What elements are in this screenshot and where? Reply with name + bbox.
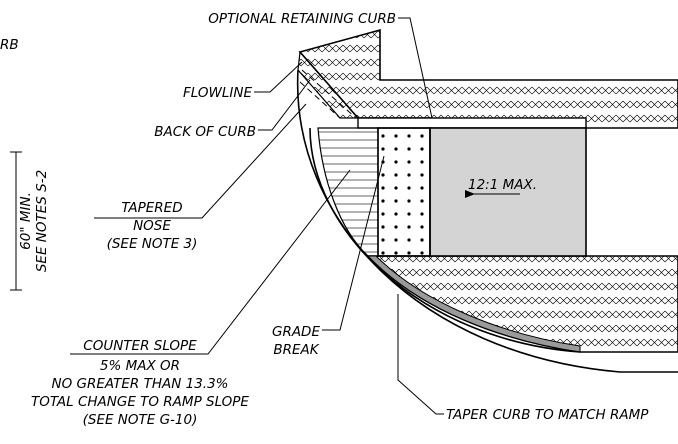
ramp-area <box>429 127 587 257</box>
label-tapered-nose-line3: (SEE NOTE 3) <box>107 236 198 252</box>
flowline-dashed <box>301 69 357 119</box>
label-ramp-slope: 12:1 MAX. <box>468 177 537 193</box>
label-back-of-curb: BACK OF CURB <box>154 124 256 140</box>
label-counter-slope-line3: NO GREATER THAN 13.3% <box>52 376 229 392</box>
label-tapered-nose-line2: NOSE <box>133 218 171 234</box>
label-counter-slope-line4: TOTAL CHANGE TO RAMP SLOPE <box>31 394 249 410</box>
label-optional-retaining-curb: OPTIONAL RETAINING CURB <box>208 11 396 27</box>
upper-sidewalk-area <box>298 28 678 129</box>
leader-back-of-curb <box>258 79 311 131</box>
detectable-warning-area <box>377 127 431 257</box>
leader-optional-retaining-curb <box>398 17 433 119</box>
label-counter-slope-line1: COUNTER SLOPE <box>83 338 197 354</box>
label-60-min: 60" MIN. <box>18 192 34 250</box>
label-flowline: FLOWLINE <box>183 85 252 101</box>
leader-counter-slope <box>70 169 351 355</box>
leader-tapered-nose <box>94 103 307 219</box>
inner-gutter-arc <box>309 127 581 353</box>
back-of-curb-dashed <box>299 81 341 119</box>
leader-grade-break <box>322 155 385 331</box>
label-see-notes-s2: SEE NOTES S-2 <box>34 170 50 272</box>
leader-taper-curb <box>397 294 444 415</box>
retaining-curb-edge <box>357 117 587 129</box>
label-grade-break-line1: GRADE <box>272 324 320 340</box>
taper-curb-band <box>366 255 581 353</box>
label-taper-curb: TAPER CURB TO MATCH RAMP <box>446 407 649 423</box>
label-grade-break-line2: BREAK <box>273 342 319 358</box>
counter-slope-area <box>317 127 379 257</box>
label-tapered-nose-line1: TAPERED <box>121 200 182 216</box>
label-partial-rb: RB <box>0 37 19 53</box>
label-counter-slope-line5: (SEE NOTE G-10) <box>83 412 198 428</box>
label-counter-slope-line2: 5% MAX OR <box>100 358 180 374</box>
leader-flowline <box>254 61 303 93</box>
